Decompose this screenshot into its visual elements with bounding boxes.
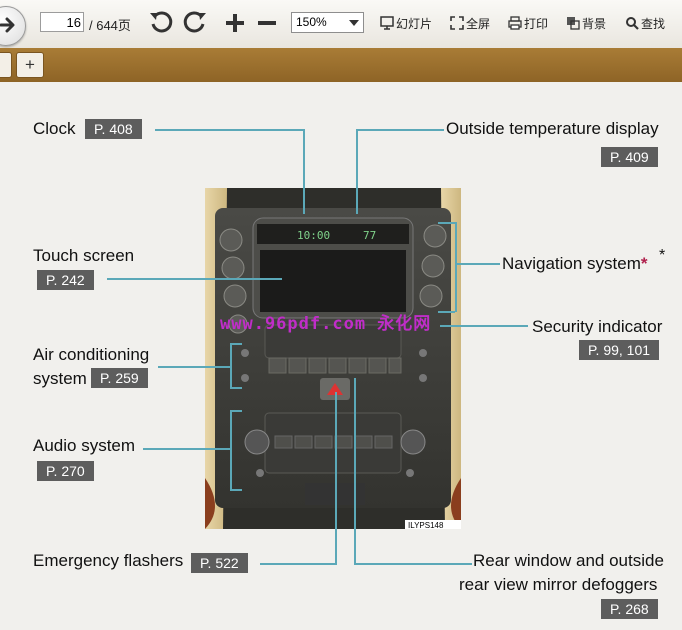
rear-window-label-line1: Rear window and outside <box>473 551 664 570</box>
clock-label: Clock <box>33 119 76 138</box>
plus-icon <box>226 14 244 32</box>
arrow-right-icon <box>0 17 15 33</box>
center-console-photo: 10:00 77 ILYPS148 <box>205 188 461 529</box>
zoom-out-button[interactable] <box>254 10 280 36</box>
navigation-asterisk: * <box>659 247 666 264</box>
audio-ref: P. 270 <box>37 461 94 481</box>
print-button[interactable]: 打印 <box>508 15 548 33</box>
emergency-leader-h <box>260 563 337 565</box>
slideshow-label: 幻灯片 <box>396 17 433 31</box>
page-number-input[interactable] <box>40 12 84 32</box>
outside-temp-label: Outside temperature display <box>446 119 659 138</box>
rear-window-label-line2: rear view mirror defoggers <box>459 575 658 594</box>
outside-temp-ref: P. 409 <box>601 147 658 167</box>
emergency-leader-v <box>335 392 337 565</box>
security-ref: P. 99, 101 <box>579 340 660 360</box>
audio-bracket-bottom <box>230 489 242 491</box>
fullscreen-icon <box>450 16 464 33</box>
zoom-value: 150% <box>296 15 327 29</box>
emergency-label: Emergency flashers <box>33 551 184 570</box>
security-label: Security indicator <box>532 317 663 336</box>
slideshow-button[interactable]: 幻灯片 <box>380 15 432 33</box>
security-leader <box>440 325 528 327</box>
ac-bracket-top <box>230 343 242 345</box>
rotate-right-button[interactable] <box>182 10 208 36</box>
find-label: 查找 <box>641 17 666 31</box>
rear-window-ref: P. 268 <box>601 599 658 619</box>
nav-bracket-top <box>438 222 455 224</box>
rotate-left-button[interactable] <box>148 10 174 36</box>
temp-leader-h <box>356 129 444 131</box>
fullscreen-label: 全屏 <box>466 17 491 31</box>
clock-ref: P. 408 <box>85 119 142 139</box>
find-button[interactable]: 查找 <box>625 15 665 33</box>
svg-text:10:00: 10:00 <box>297 229 330 242</box>
nav-bracket <box>455 222 457 312</box>
fullscreen-button[interactable]: 全屏 <box>450 15 490 33</box>
audio-leader <box>143 448 230 450</box>
svg-text:77: 77 <box>363 229 376 242</box>
printer-icon <box>508 16 522 33</box>
rotate-right-icon <box>183 11 206 33</box>
add-tab-button[interactable]: + <box>16 52 44 78</box>
audio-bracket <box>230 410 232 490</box>
clock-leader-h <box>155 129 305 131</box>
navigation-label: Navigation system* <box>502 254 648 273</box>
touch-screen-ref: P. 242 <box>37 270 94 290</box>
rear-leader-v <box>354 378 356 565</box>
clock-leader-v <box>303 129 305 214</box>
page-total: / 644页 <box>89 18 131 33</box>
chevron-down-icon <box>349 20 359 26</box>
nav-bracket-bottom <box>438 311 455 313</box>
slideshow-icon <box>380 16 394 33</box>
search-icon <box>625 16 639 33</box>
tab-document[interactable] <box>0 52 12 78</box>
rear-leader-h <box>354 563 472 565</box>
ac-leader <box>158 366 230 368</box>
navigation-star: * <box>640 254 648 273</box>
zoom-select[interactable]: 150% <box>291 12 364 33</box>
rotate-left-icon <box>150 11 173 33</box>
touch-leader <box>107 278 282 280</box>
print-label: 打印 <box>524 17 549 31</box>
tab-strip: + <box>0 48 682 82</box>
watermark: www.96pdf.com 永化网 <box>220 314 432 334</box>
console-illustration: 10:00 77 ILYPS148 <box>205 188 461 529</box>
touch-screen-label: Touch screen <box>33 246 135 265</box>
ac-bracket <box>230 343 232 388</box>
nav-leader <box>456 263 500 265</box>
audio-label: Audio system <box>33 436 136 455</box>
prev-page-button[interactable] <box>0 6 26 46</box>
toolbar: / 644页 150% 幻灯片 全屏 <box>0 0 682 49</box>
svg-text:ILYPS148: ILYPS148 <box>408 521 444 529</box>
background-icon <box>566 16 580 33</box>
audio-bracket-top <box>230 410 242 412</box>
ac-label-line2: system <box>33 369 87 388</box>
emergency-ref: P. 522 <box>191 553 248 573</box>
ac-ref: P. 259 <box>91 368 148 388</box>
ac-bracket-bottom <box>230 387 242 389</box>
background-button[interactable]: 背景 <box>566 15 606 33</box>
background-label: 背景 <box>582 17 607 31</box>
ac-label-line1: Air conditioning <box>33 345 150 364</box>
temp-leader-v <box>356 129 358 214</box>
zoom-in-button[interactable] <box>222 10 248 36</box>
minus-icon <box>258 21 276 25</box>
